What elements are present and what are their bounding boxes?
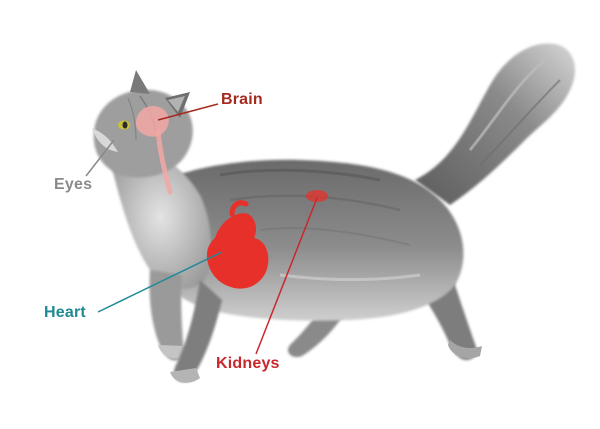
cat-front-leg-2 xyxy=(173,280,222,383)
eyes-label: Eyes xyxy=(54,176,93,193)
brain-label: Brain xyxy=(221,91,263,108)
spinal-cord xyxy=(155,129,173,195)
heart-label: Heart xyxy=(44,304,86,321)
cat-tail xyxy=(415,43,575,205)
eyes-leader xyxy=(85,139,115,177)
heart-organ xyxy=(206,213,269,289)
kidneys-leader xyxy=(255,197,318,355)
heart-leader xyxy=(97,251,223,313)
kidneys-label: Kidneys xyxy=(216,355,280,372)
brain-organ xyxy=(136,106,169,137)
cat-chest xyxy=(110,145,212,289)
cat-front-leg xyxy=(149,270,184,361)
cat-ear-left xyxy=(130,70,150,94)
brain-leader xyxy=(157,103,219,121)
kidney-organ xyxy=(306,190,328,202)
